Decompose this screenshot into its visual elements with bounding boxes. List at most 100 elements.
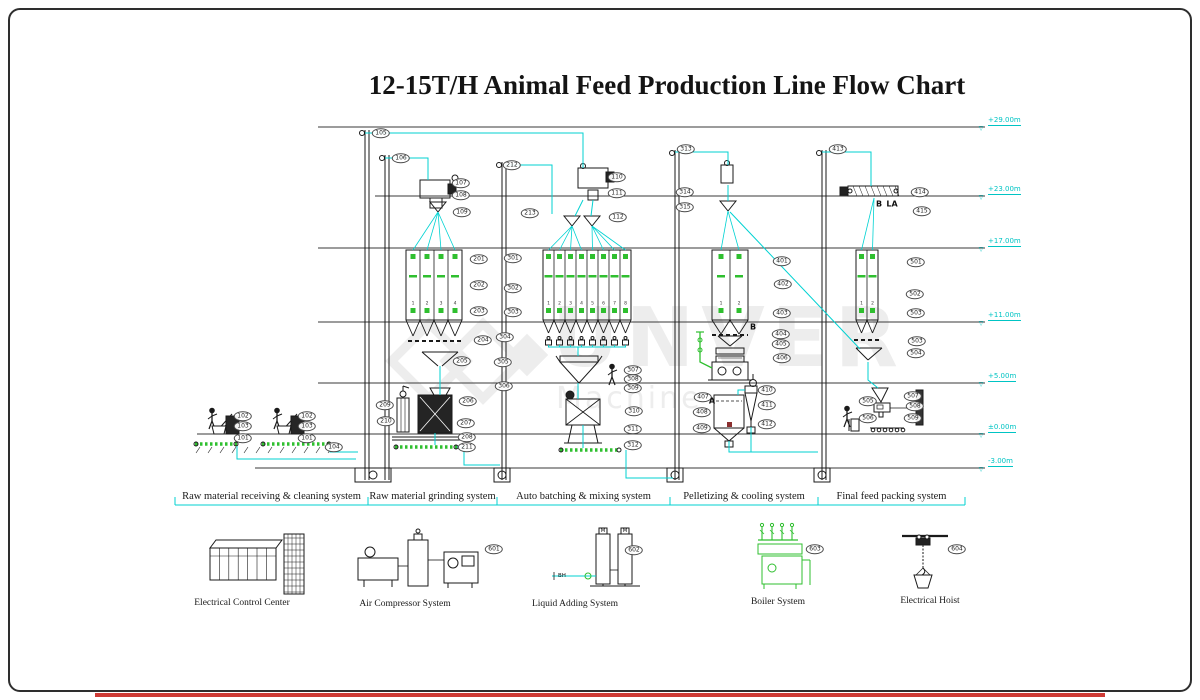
- equipment-tag: 109: [452, 207, 472, 217]
- annotation-text: M: [622, 528, 628, 534]
- auxiliary-system-label: Electrical Control Center: [194, 598, 290, 608]
- annotation-text: M: [600, 528, 606, 534]
- equipment-tag: 407: [693, 392, 713, 402]
- silo-number: 3: [439, 301, 443, 307]
- equipment-tag: 306: [494, 381, 514, 391]
- equipment-tag: 305: [493, 357, 513, 367]
- elevation-marker-icon: ▽: [978, 320, 984, 327]
- elevation-marker-icon: ▽: [978, 246, 984, 253]
- equipment-tag: 309: [623, 383, 643, 393]
- elevation-label: +17.00m: [988, 237, 1021, 247]
- equipment-tag: 209: [375, 400, 395, 410]
- equipment-tag: 408: [692, 407, 712, 417]
- elevation-marker-icon: ▽: [978, 381, 984, 388]
- equipment-tag: 310: [624, 406, 644, 416]
- section-label: Pelletizing & cooling system: [683, 491, 805, 502]
- silo-number: 1: [719, 301, 723, 307]
- equipment-tag: 104: [324, 442, 344, 452]
- equipment-tag: 412: [757, 419, 777, 429]
- equipment-tag: 213: [520, 208, 540, 218]
- equipment-tag: 311: [623, 424, 643, 434]
- equipment-tag: 603: [805, 544, 825, 554]
- auxiliary-system-label: Boiler System: [750, 597, 806, 607]
- section-label: Final feed packing system: [836, 491, 947, 502]
- equipment-tag: 504: [906, 348, 926, 358]
- equipment-tag: 112: [608, 212, 628, 222]
- equipment-tag: 404: [771, 329, 791, 339]
- equipment-tag: 501: [906, 257, 926, 267]
- equipment-tag: 314: [675, 187, 695, 197]
- equipment-tag: 105: [371, 128, 391, 138]
- silo-number: 2: [558, 301, 561, 307]
- section-label: Auto batching & mixing system: [516, 491, 651, 502]
- equipment-tag: 503: [907, 336, 927, 346]
- equipment-tag: 602: [624, 545, 644, 555]
- equipment-tag: 401: [772, 256, 792, 266]
- diagram-shapes: [174, 126, 985, 595]
- elevation-marker-icon: ▽: [978, 194, 984, 201]
- equipment-tag: 312: [623, 440, 643, 450]
- elevation-label: ±0.00m: [988, 423, 1017, 433]
- equipment-tag: 507: [903, 391, 923, 401]
- equipment-tag: 207: [456, 418, 476, 428]
- equipment-tag: 212: [502, 160, 522, 170]
- elevation-label: -3.00m: [988, 457, 1013, 467]
- equipment-tag: 503: [906, 308, 926, 318]
- equipment-tag: 415: [912, 206, 932, 216]
- equipment-tag: 604: [947, 544, 967, 554]
- equipment-tag: 205: [452, 356, 472, 366]
- elevation-label: +11.00m: [988, 311, 1021, 321]
- equipment-tag: 506: [858, 413, 878, 423]
- equipment-tag: 201: [469, 254, 489, 264]
- equipment-tag: 211: [457, 442, 477, 452]
- equipment-tag: 406: [772, 353, 792, 363]
- elevation-marker-icon: ▽: [978, 466, 984, 473]
- annotation-text: LA: [886, 199, 898, 209]
- equipment-tag: 203: [469, 306, 489, 316]
- elevation-label: +29.00m: [988, 116, 1021, 126]
- equipment-tag: 206: [458, 396, 478, 406]
- equipment-tag: 110: [607, 172, 627, 182]
- silo-number: 2: [737, 301, 741, 307]
- equipment-tag: 315: [675, 202, 695, 212]
- section-label: Raw material receiving & cleaning system: [182, 491, 361, 502]
- equipment-tag: 508: [905, 401, 925, 411]
- equipment-tag: 402: [773, 279, 793, 289]
- annotation-text: A: [708, 396, 716, 406]
- equipment-tag: 405: [771, 339, 791, 349]
- equipment-tag: 313: [676, 144, 696, 154]
- equipment-tag: 204: [473, 335, 493, 345]
- equipment-tag: 302: [503, 283, 523, 293]
- silo-number: 1: [547, 301, 550, 307]
- elevation-marker-icon: ▽: [978, 125, 984, 132]
- equipment-tag: 411: [757, 400, 777, 410]
- silo-number: 6: [602, 301, 605, 307]
- auxiliary-system-label: Electrical Hoist: [900, 596, 960, 606]
- equipment-tag: 107: [451, 178, 471, 188]
- equipment-tag: 505: [858, 396, 878, 406]
- page-title: 12-15T/H Animal Feed Production Line Flo…: [368, 70, 966, 101]
- equipment-tag: 414: [910, 187, 930, 197]
- equipment-tag: 210: [376, 416, 396, 426]
- silo-number: 3: [569, 301, 572, 307]
- equipment-tag: 102: [233, 411, 253, 421]
- auxiliary-system-label: Air Compressor System: [359, 599, 451, 609]
- equipment-tag: 304: [495, 332, 515, 342]
- silo-number: 1: [860, 301, 863, 307]
- equipment-tag: 301: [503, 253, 523, 263]
- equipment-tag: 502: [905, 289, 925, 299]
- equipment-tag: 102: [297, 411, 317, 421]
- silo-number: 4: [453, 301, 457, 307]
- equipment-tag: 303: [503, 307, 523, 317]
- elevation-marker-icon: ▽: [978, 432, 984, 439]
- annotation-text: B: [749, 322, 757, 332]
- equipment-tag: 202: [469, 280, 489, 290]
- silo-number: 1: [411, 301, 415, 307]
- equipment-tag: 103: [233, 421, 253, 431]
- auxiliary-system-label: Liquid Adding System: [531, 599, 619, 609]
- equipment-tag: 103: [297, 421, 317, 431]
- annotation-text: B: [875, 199, 883, 209]
- silo-number: 7: [613, 301, 616, 307]
- equipment-tag: 413: [828, 144, 848, 154]
